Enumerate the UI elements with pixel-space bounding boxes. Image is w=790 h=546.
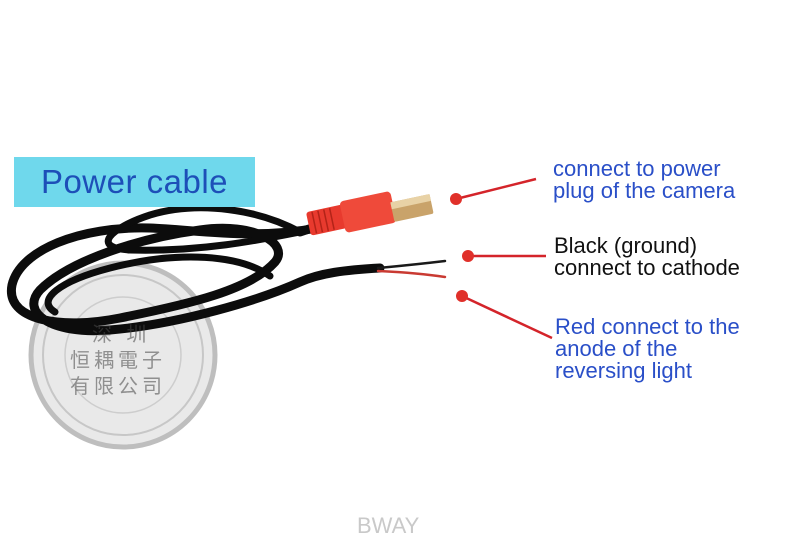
seal-text-row3: 有限公司 <box>70 374 166 398</box>
seal-text-row2: 恒耦電子 <box>70 348 166 372</box>
callout-power-line1: connect to power <box>553 156 721 181</box>
callout-black-line2: connect to cathode <box>554 255 740 280</box>
callout-red: Red connect to the anode of the reversin… <box>555 316 740 382</box>
title-banner: Power cable <box>14 157 255 207</box>
callout-black: Black (ground) connect to cathode <box>554 235 740 279</box>
wire-ends <box>376 259 447 279</box>
pointer-power <box>450 177 537 205</box>
callout-red-line1: Red connect to the <box>555 314 740 339</box>
callout-red-line3: reversing light <box>555 358 692 383</box>
seal-text-row1: 深 圳 <box>92 322 151 346</box>
dc-plug <box>306 191 434 236</box>
black-cable <box>6 204 385 336</box>
callout-power: connect to power plug of the camera <box>553 158 735 202</box>
watermark: BWAY <box>357 513 420 538</box>
callout-red-line2: anode of the <box>555 336 678 361</box>
page-title: Power cable <box>40 163 229 200</box>
callout-black-line1: Black (ground) <box>554 233 698 258</box>
callout-power-line2: plug of the camera <box>553 178 736 203</box>
pointer-black <box>462 250 546 262</box>
pointer-red <box>456 290 553 340</box>
